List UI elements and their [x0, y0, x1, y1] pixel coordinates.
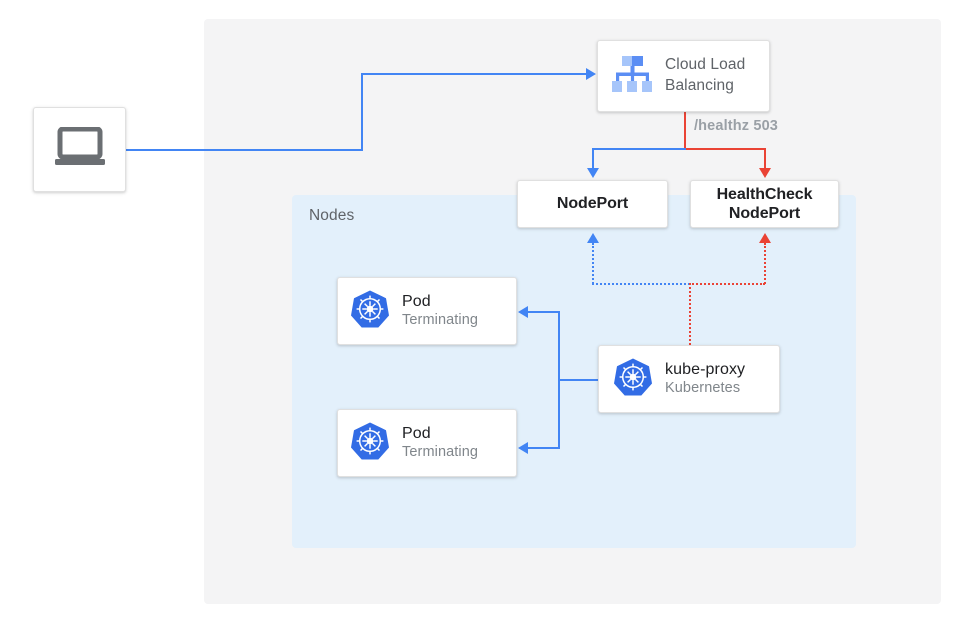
cloud-load-balancing-label-line2: Balancing [665, 77, 734, 94]
edge-kubeproxy-to-nodeport-horizontal [592, 283, 690, 285]
pod-2-status: Terminating [402, 443, 479, 460]
edge-kubeproxy-to-pods-spine [558, 311, 560, 448]
edge-client-to-lb-arrowhead [586, 68, 596, 80]
edge-kubeproxy-to-pod1-horizontal [528, 311, 560, 313]
kubernetes-icon [350, 289, 390, 334]
pod-1-title: Pod [402, 293, 431, 310]
edge-kubeproxy-to-pod1-arrowhead [518, 306, 528, 318]
edge-kubeproxy-dotted-trunk [689, 283, 691, 345]
edge-kubeproxy-to-hc-nodeport-horizontal [689, 283, 765, 285]
laptop-icon [54, 126, 106, 172]
edge-lb-to-hc-nodeport-horizontal [684, 148, 766, 150]
cloud-load-balancing-label-line1: Cloud Load [665, 56, 746, 74]
cloud-load-balancing-icon [609, 53, 655, 100]
kubernetes-icon [613, 357, 653, 402]
nodeport-label: NodePort [556, 195, 629, 213]
pod-node-2[interactable]: Pod Terminating [337, 409, 517, 477]
edge-lb-healthz-trunk [684, 112, 686, 150]
pod-node-1[interactable]: Pod Terminating [337, 277, 517, 345]
healthcheck-nodeport-label: HealthCheck NodePort [717, 185, 813, 223]
client-node[interactable] [33, 107, 126, 192]
pod-2-label: Pod Terminating [402, 425, 478, 461]
edge-lb-to-hc-nodeport-vertical [764, 148, 766, 170]
pod-1-status: Terminating [402, 311, 479, 328]
nodes-panel-label: Nodes [309, 207, 355, 224]
healthcheck-nodeport-node[interactable]: HealthCheck NodePort [690, 180, 839, 228]
edge-lb-to-nodeport-horizontal [592, 148, 686, 150]
cloud-load-balancing-label: Cloud Load Balancing [665, 55, 745, 97]
nodeport-node[interactable]: NodePort [517, 180, 668, 228]
edge-kubeproxy-to-hc-nodeport-vertical [764, 243, 766, 284]
kube-proxy-label: kube-proxy Kubernetes [665, 361, 745, 397]
kube-proxy-subtitle: Kubernetes [665, 379, 741, 396]
edge-client-to-lb-segment-1 [126, 149, 363, 151]
edge-lb-to-nodeport-vertical [592, 148, 594, 170]
edge-kubeproxy-to-nodeport-vertical [592, 243, 594, 284]
edge-client-to-lb-segment-2 [361, 73, 363, 150]
healthz-edge-label: /healthz 503 [694, 118, 778, 134]
healthcheck-nodeport-label-line2: NodePort [728, 205, 801, 222]
edge-kubeproxy-to-pod2-horizontal [528, 447, 560, 449]
kubernetes-icon [350, 421, 390, 466]
cloud-load-balancing-node[interactable]: Cloud Load Balancing [597, 40, 770, 112]
pod-2-title: Pod [402, 425, 431, 442]
kube-proxy-node[interactable]: kube-proxy Kubernetes [598, 345, 780, 413]
edge-kubeproxy-to-nodeport-arrowhead [587, 233, 599, 243]
edge-kubeproxy-to-pods-stem [558, 379, 600, 381]
edge-client-to-lb-segment-3 [361, 73, 586, 75]
edge-kubeproxy-to-hc-nodeport-arrowhead [759, 233, 771, 243]
edge-kubeproxy-to-pod2-arrowhead [518, 442, 528, 454]
pod-1-label: Pod Terminating [402, 293, 478, 329]
edge-lb-to-nodeport-arrowhead [587, 168, 599, 178]
kube-proxy-title: kube-proxy [665, 361, 746, 378]
healthcheck-nodeport-label-line1: HealthCheck [716, 185, 813, 203]
edge-lb-to-hc-nodeport-arrowhead [759, 168, 771, 178]
